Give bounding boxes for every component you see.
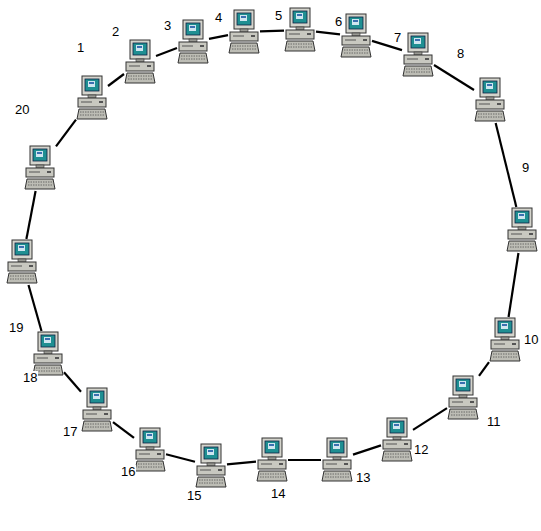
computer-icon xyxy=(6,239,38,285)
computer-node: 10 xyxy=(489,317,521,363)
computer-node: 7 xyxy=(402,32,434,78)
ring-link xyxy=(413,408,447,430)
node-number: 11 xyxy=(486,415,502,429)
computer-node: 6 xyxy=(340,13,372,59)
ring-link xyxy=(166,454,195,462)
computer-node: 16 xyxy=(134,427,166,473)
computer-icon xyxy=(506,207,538,253)
computer-node: 1 xyxy=(76,75,108,121)
computer-icon xyxy=(340,13,372,59)
computer-icon xyxy=(489,317,521,363)
node-number: 2 xyxy=(111,25,120,39)
computer-icon xyxy=(381,417,413,463)
computer-icon xyxy=(134,427,166,473)
computer-node: 9 xyxy=(506,207,538,253)
computer-icon xyxy=(228,9,260,55)
computer-icon xyxy=(76,75,108,121)
computer-node: 13 xyxy=(321,437,353,483)
node-number: 1 xyxy=(76,41,85,55)
node-number: 10 xyxy=(523,333,539,347)
node-number: 13 xyxy=(355,471,371,485)
computer-node: 17 xyxy=(81,387,113,433)
computer-node: 3 xyxy=(177,19,209,65)
node-number: 7 xyxy=(393,31,402,45)
computer-icon xyxy=(402,32,434,78)
computer-node: 20 xyxy=(24,145,56,191)
computer-node: 4 xyxy=(228,9,260,55)
ring-link xyxy=(353,445,381,454)
ring-link xyxy=(227,462,256,465)
node-number: 19 xyxy=(8,321,24,335)
node-number: 9 xyxy=(521,161,530,175)
computer-icon xyxy=(24,145,56,191)
ring-link xyxy=(209,35,228,39)
computer-icon xyxy=(124,39,156,85)
computer-node: 8 xyxy=(474,77,506,123)
computer-node: 19 xyxy=(6,239,38,285)
node-number: 16 xyxy=(120,465,136,479)
ring-link xyxy=(108,74,124,86)
computer-node: 2 xyxy=(124,39,156,85)
ring-link xyxy=(316,32,340,35)
computer-icon xyxy=(177,19,209,65)
node-number: 17 xyxy=(62,425,78,439)
computer-icon xyxy=(447,375,479,421)
computer-icon xyxy=(195,443,227,489)
computer-node: 14 xyxy=(256,437,288,483)
ring-link xyxy=(496,123,517,207)
ring-link xyxy=(156,48,177,56)
node-number: 12 xyxy=(413,443,429,457)
computer-node: 11 xyxy=(447,375,479,421)
node-number: 15 xyxy=(186,489,202,503)
computer-icon xyxy=(256,437,288,483)
computer-icon xyxy=(474,77,506,123)
ring-link xyxy=(113,422,134,438)
node-number: 18 xyxy=(22,371,38,385)
node-number: 3 xyxy=(163,19,172,33)
node-number: 8 xyxy=(456,47,465,61)
ring-link xyxy=(509,253,519,317)
computer-node: 15 xyxy=(195,443,227,489)
node-number: 20 xyxy=(14,103,30,117)
ring-link xyxy=(29,285,42,331)
node-number: 5 xyxy=(274,9,283,23)
node-number: 6 xyxy=(334,15,343,29)
computer-node: 18 xyxy=(32,331,64,377)
ring-link xyxy=(64,372,81,391)
node-number: 14 xyxy=(270,487,286,501)
computer-node: 12 xyxy=(381,417,413,463)
ring-link xyxy=(434,65,474,90)
computer-icon xyxy=(284,7,316,53)
ring-link xyxy=(56,120,76,147)
computer-icon xyxy=(321,437,353,483)
ring-link xyxy=(288,459,321,461)
computer-node: 5 xyxy=(284,7,316,53)
ring-link xyxy=(260,29,284,32)
ring-link xyxy=(26,191,35,239)
node-number: 4 xyxy=(214,11,223,25)
ring-link xyxy=(479,362,489,376)
computer-icon xyxy=(81,387,113,433)
